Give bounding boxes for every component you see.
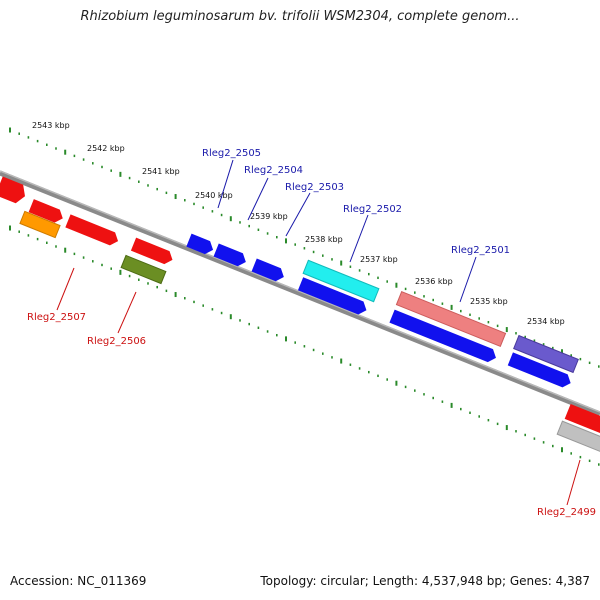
kbp-label-2534: 2534 kbp — [527, 317, 565, 326]
gene-arrow-blue — [297, 277, 367, 315]
gene-features — [0, 176, 600, 454]
gene-arrow-red — [65, 214, 119, 246]
gene-arrow-red — [28, 199, 63, 223]
kbp-labels: 2543 kbp 2542 kbp 2541 kbp 2540 kbp 2539… — [32, 121, 565, 326]
gene-arrow-grey — [556, 420, 600, 454]
gene-arrow-olive — [120, 254, 167, 285]
kbp-label-2535: 2535 kbp — [470, 297, 508, 306]
kbp-label-2538: 2538 kbp — [305, 235, 343, 244]
gene-leader-lines — [56, 159, 581, 506]
gene-arrow-cyan — [302, 259, 380, 303]
genome-summary-text: Topology: circular; Length: 4,537,948 bp… — [260, 574, 590, 588]
kbp-label-2541: 2541 kbp — [142, 167, 180, 176]
kbp-label-2537: 2537 kbp — [360, 255, 398, 264]
gene-label-rleg2-2503: Rleg2_2503 — [285, 182, 344, 193]
gene-label-rleg2-2507: Rleg2_2507 — [27, 312, 86, 323]
gene-label-rleg2-2501: Rleg2_2501 — [451, 245, 510, 256]
accession-text: Accession: NC_011369 — [10, 574, 147, 588]
gene-arrow-blue — [213, 243, 246, 267]
kbp-label-2542: 2542 kbp — [87, 144, 125, 153]
gene-label-rleg2-2499: Rleg2_2499 — [537, 507, 596, 518]
lower-kbp-ticks — [9, 225, 600, 466]
gene-label-rleg2-2505: Rleg2_2505 — [202, 148, 261, 159]
kbp-label-2536: 2536 kbp — [415, 277, 453, 286]
gene-arrow-slate — [513, 334, 579, 374]
upper-kbp-ticks — [9, 127, 600, 368]
gene-label-rleg2-2502: Rleg2_2502 — [343, 204, 402, 215]
genome-title: Rhizobium leguminosarum bv. trifolii WSM… — [80, 9, 520, 24]
gene-arrow-blue — [507, 352, 571, 388]
gene-arrow-red — [564, 403, 600, 434]
gene-arrow-orange — [19, 210, 61, 239]
kbp-label-2543: 2543 kbp — [32, 121, 70, 130]
kbp-label-2539: 2539 kbp — [250, 212, 288, 221]
genome-backbone — [0, 170, 600, 417]
gene-arrow-red — [0, 176, 25, 204]
gene-arrow-blue — [389, 309, 496, 363]
gene-arrow-blue — [251, 258, 284, 282]
gene-arrow-red — [130, 237, 173, 265]
gene-arrow-blue — [186, 233, 214, 255]
gene-label-rleg2-2506: Rleg2_2506 — [87, 336, 146, 347]
gene-labels: Rleg2_2505 Rleg2_2504 Rleg2_2503 Rleg2_2… — [27, 148, 596, 518]
kbp-label-2540: 2540 kbp — [195, 191, 233, 200]
gene-arrow-salmon — [395, 290, 507, 348]
gene-label-rleg2-2504: Rleg2_2504 — [244, 165, 303, 176]
